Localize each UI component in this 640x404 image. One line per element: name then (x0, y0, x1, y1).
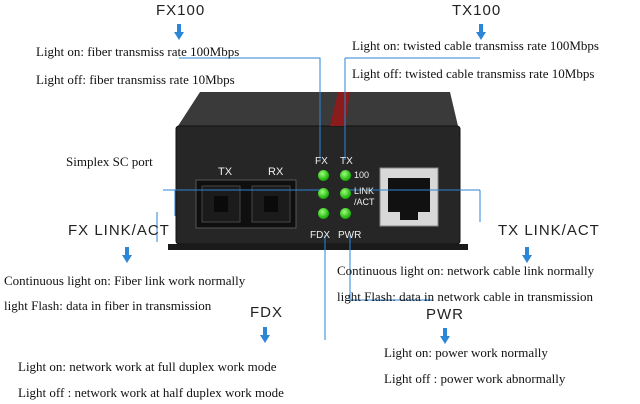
led-tx100 (340, 170, 351, 181)
desc-tx-link-on: Continuous light on: network cable link … (337, 263, 595, 278)
desc-simplex-sc-port: Simplex SC port (66, 154, 153, 169)
desc-tx-link-flash: light Flash: data in network cable in tr… (337, 289, 593, 304)
arrow-tx100 (476, 24, 486, 40)
device-label-led-100: 100 (354, 170, 370, 180)
line-fx100 (179, 57, 321, 160)
rj45-port-clip (400, 212, 418, 220)
arrow-fdx (260, 327, 270, 343)
desc-tx100-on: Light on: twisted cable transmiss rate 1… (352, 38, 599, 53)
heading-fx100: FX100 (156, 2, 206, 19)
media-converter-device (168, 92, 468, 250)
device-label-led-fdx: FDX (310, 230, 330, 241)
desc-pwr-off: Light off : power work abnormally (384, 371, 566, 386)
device-base (168, 244, 468, 250)
heading-pwr: PWR (426, 306, 464, 323)
device-label-led-act: /ACT (354, 197, 375, 207)
arrow-fx100 (174, 24, 184, 40)
desc-fx-link-flash: light Flash: data in fiber in transmissi… (4, 298, 212, 313)
connector-lines (156, 57, 481, 340)
heading-fx-link-act: FX LINK/ACT (68, 222, 170, 239)
desc-fx-link-on: Continuous light on: Fiber link work nor… (4, 273, 246, 288)
desc-fx100-off: Light off: fiber transmiss rate 10Mbps (36, 72, 235, 87)
desc-fdx-on: Light on: network work at full duplex wo… (18, 359, 277, 374)
desc-tx100-off: Light off: twisted cable transmiss rate … (352, 66, 595, 81)
device-label-led-link: LINK (354, 186, 375, 196)
sc-port-tx-core (214, 196, 228, 212)
led-fx-link-act (318, 188, 329, 199)
arrow-pwr (440, 328, 450, 344)
heading-tx-link-act: TX LINK/ACT (498, 222, 600, 239)
device-label-led-tx: TX (340, 156, 353, 167)
led-fx100 (318, 170, 329, 181)
led-fdx (318, 208, 329, 219)
arrow-fx-link-act (122, 247, 132, 263)
heading-fdx: FDX (250, 304, 283, 321)
rj45-port-opening (388, 178, 430, 212)
desc-pwr-on: Light on: power work normally (384, 345, 548, 360)
device-label-led-pwr: PWR (338, 230, 362, 241)
desc-fx100-on: Light on: fiber transmiss rate 100Mbps (36, 44, 240, 59)
led-tx-link-act (340, 188, 351, 199)
device-label-tx: TX (218, 166, 233, 178)
device-label-rx: RX (268, 166, 284, 178)
device-top-face (178, 92, 458, 126)
arrow-tx-link-act (522, 247, 532, 263)
heading-tx100: TX100 (452, 2, 502, 19)
line-pwr (349, 235, 432, 301)
sc-port-rx-core (264, 196, 278, 212)
desc-fdx-off: Light off : network work at half duplex … (18, 385, 284, 400)
led-pwr (340, 208, 351, 219)
device-label-led-fx: FX (315, 156, 328, 167)
